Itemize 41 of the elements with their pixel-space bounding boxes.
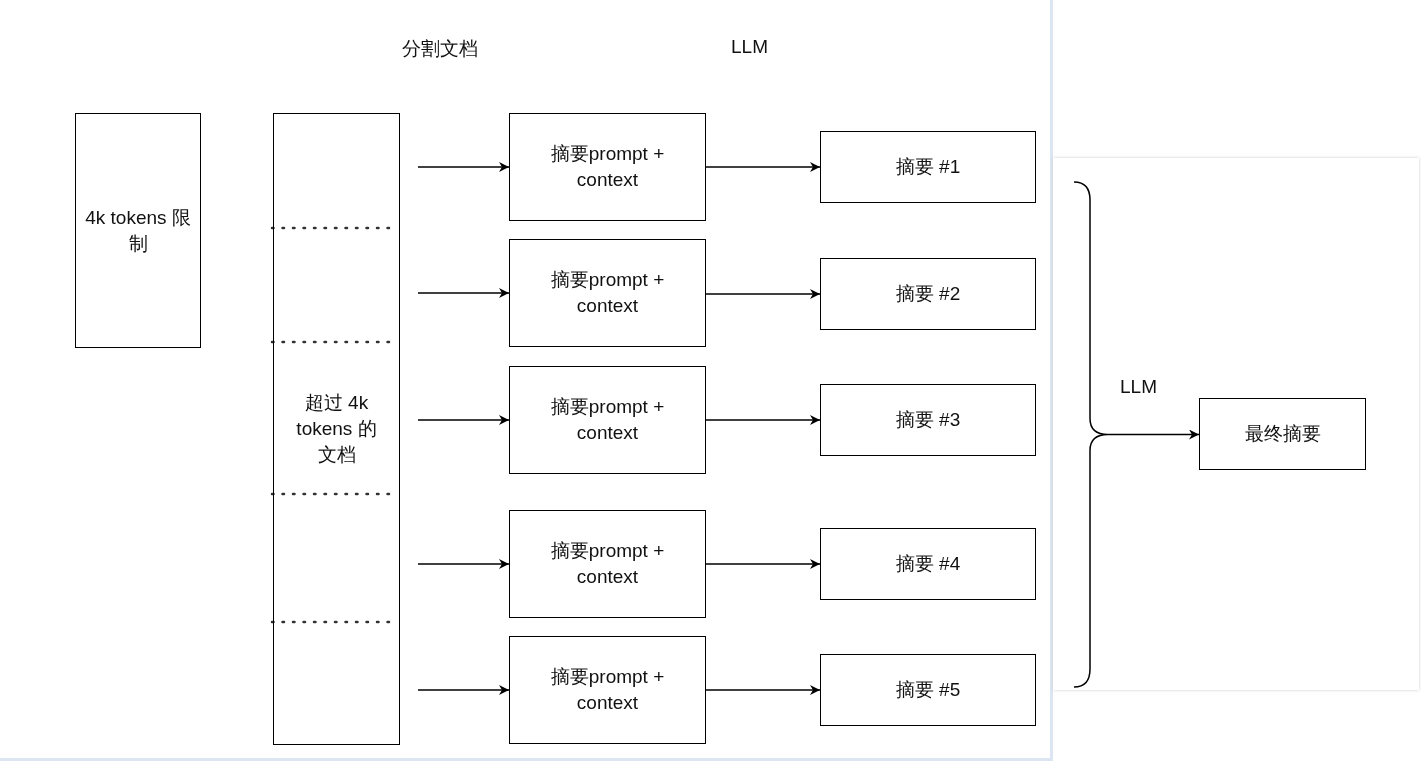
prompt-box xyxy=(509,239,706,347)
arrow xyxy=(705,685,821,695)
node-text: 摘要prompt + context xyxy=(550,665,665,715)
summary-box xyxy=(820,384,1036,456)
arrow xyxy=(705,162,821,172)
llm-label: LLM xyxy=(731,36,768,58)
node-text: 摘要 #3 xyxy=(895,408,961,432)
node-text: 摘要 #5 xyxy=(895,678,961,702)
limit-box xyxy=(75,113,201,348)
summary-box xyxy=(820,654,1036,726)
llm-label: LLM xyxy=(1120,376,1157,398)
column-heading: 分割文档 xyxy=(402,37,478,61)
arrow xyxy=(705,289,821,299)
node-text: 摘要prompt + context xyxy=(550,142,665,192)
arrow xyxy=(417,288,510,298)
node-text: 摘要 #1 xyxy=(895,155,961,179)
arrow xyxy=(417,415,510,425)
arrow xyxy=(417,559,510,569)
arrow xyxy=(705,559,821,569)
node-text: 超过 4k tokens 的文档 xyxy=(295,391,378,467)
arrow xyxy=(1107,429,1200,440)
node-text: 摘要prompt + context xyxy=(550,395,665,445)
node-text: 最终摘要 xyxy=(1244,422,1321,446)
prompt-box xyxy=(509,510,706,618)
final-summary-box xyxy=(1199,398,1366,470)
brace-shape xyxy=(1072,181,1108,688)
node-text: 摘要 #2 xyxy=(895,282,961,306)
summary-box xyxy=(820,131,1036,203)
document-box xyxy=(273,113,400,745)
summary-box xyxy=(820,528,1036,600)
prompt-box xyxy=(509,366,706,474)
node-text: 4k tokens 限制 xyxy=(84,205,192,256)
arrow xyxy=(417,162,510,172)
arrow xyxy=(705,415,821,425)
prompt-box xyxy=(509,636,706,744)
node-text: 摘要prompt + context xyxy=(550,539,665,589)
arrow xyxy=(417,685,510,695)
summary-box xyxy=(820,258,1036,330)
prompt-box xyxy=(509,113,706,221)
node-text: 摘要 #4 xyxy=(895,552,961,576)
node-text: 摘要prompt + context xyxy=(550,268,665,318)
